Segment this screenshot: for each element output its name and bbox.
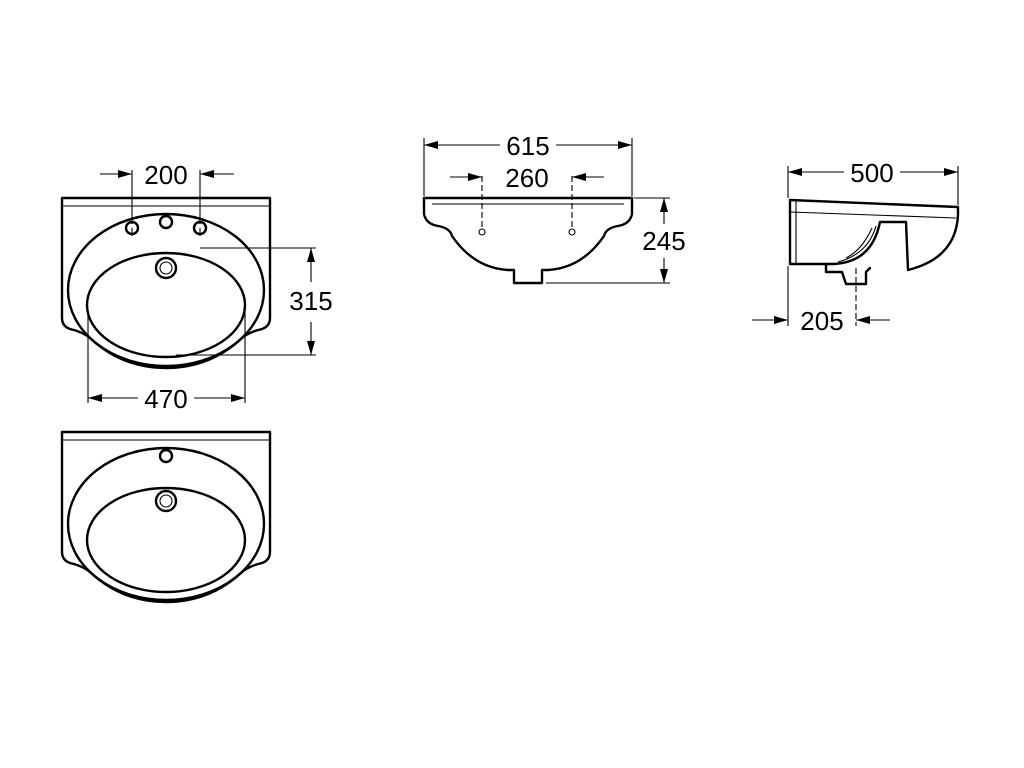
dim-615: 615 <box>423 131 633 196</box>
dim-245: 245 <box>546 197 686 284</box>
side-view: 500 205 <box>752 158 960 336</box>
dim-label-615: 615 <box>506 131 549 161</box>
dim-label-315: 315 <box>289 286 332 316</box>
bowl-inner <box>85 251 247 359</box>
top-view-one-hole <box>60 430 272 604</box>
dim-label-205: 205 <box>800 306 843 336</box>
basin-outline-top-2 <box>60 430 272 604</box>
drain-inner <box>159 261 173 275</box>
dim-200: 200 <box>100 160 234 224</box>
dim-315: 315 <box>176 247 333 356</box>
bowl-outer-rim-2 <box>66 446 266 602</box>
tap-mark-front-right <box>568 228 576 236</box>
dim-label-200: 200 <box>144 160 187 190</box>
basin-outline-front <box>422 196 634 285</box>
dim-label-500: 500 <box>850 158 893 188</box>
bowl-curve-side-inner <box>845 227 873 259</box>
dim-label-245: 245 <box>642 226 685 256</box>
bowl-outer-rim <box>66 212 266 368</box>
bowl-inner-2 <box>85 486 247 594</box>
bowl-curve-side <box>837 225 877 263</box>
drain-inner-2 <box>159 494 173 508</box>
dim-205: 205 <box>752 266 890 336</box>
dim-label-470: 470 <box>144 384 187 414</box>
drain-outlet-side <box>824 262 872 286</box>
basin-outline-top <box>60 196 272 370</box>
basin-outline-side <box>788 198 960 272</box>
drain-hole-2 <box>154 489 178 513</box>
dim-470: 470 <box>87 310 246 414</box>
tap-mark-front-left <box>478 228 486 236</box>
dim-260: 260 <box>450 163 604 193</box>
dim-500: 500 <box>787 158 959 205</box>
top-view-three-hole: 200 315 470 <box>60 160 333 414</box>
drain-hole <box>154 256 178 280</box>
rim-line-side <box>789 211 957 219</box>
tap-hole-single <box>158 448 174 464</box>
tap-hole-center <box>158 214 174 230</box>
front-view: 615 260 245 <box>422 131 686 285</box>
dim-label-260: 260 <box>505 163 548 193</box>
